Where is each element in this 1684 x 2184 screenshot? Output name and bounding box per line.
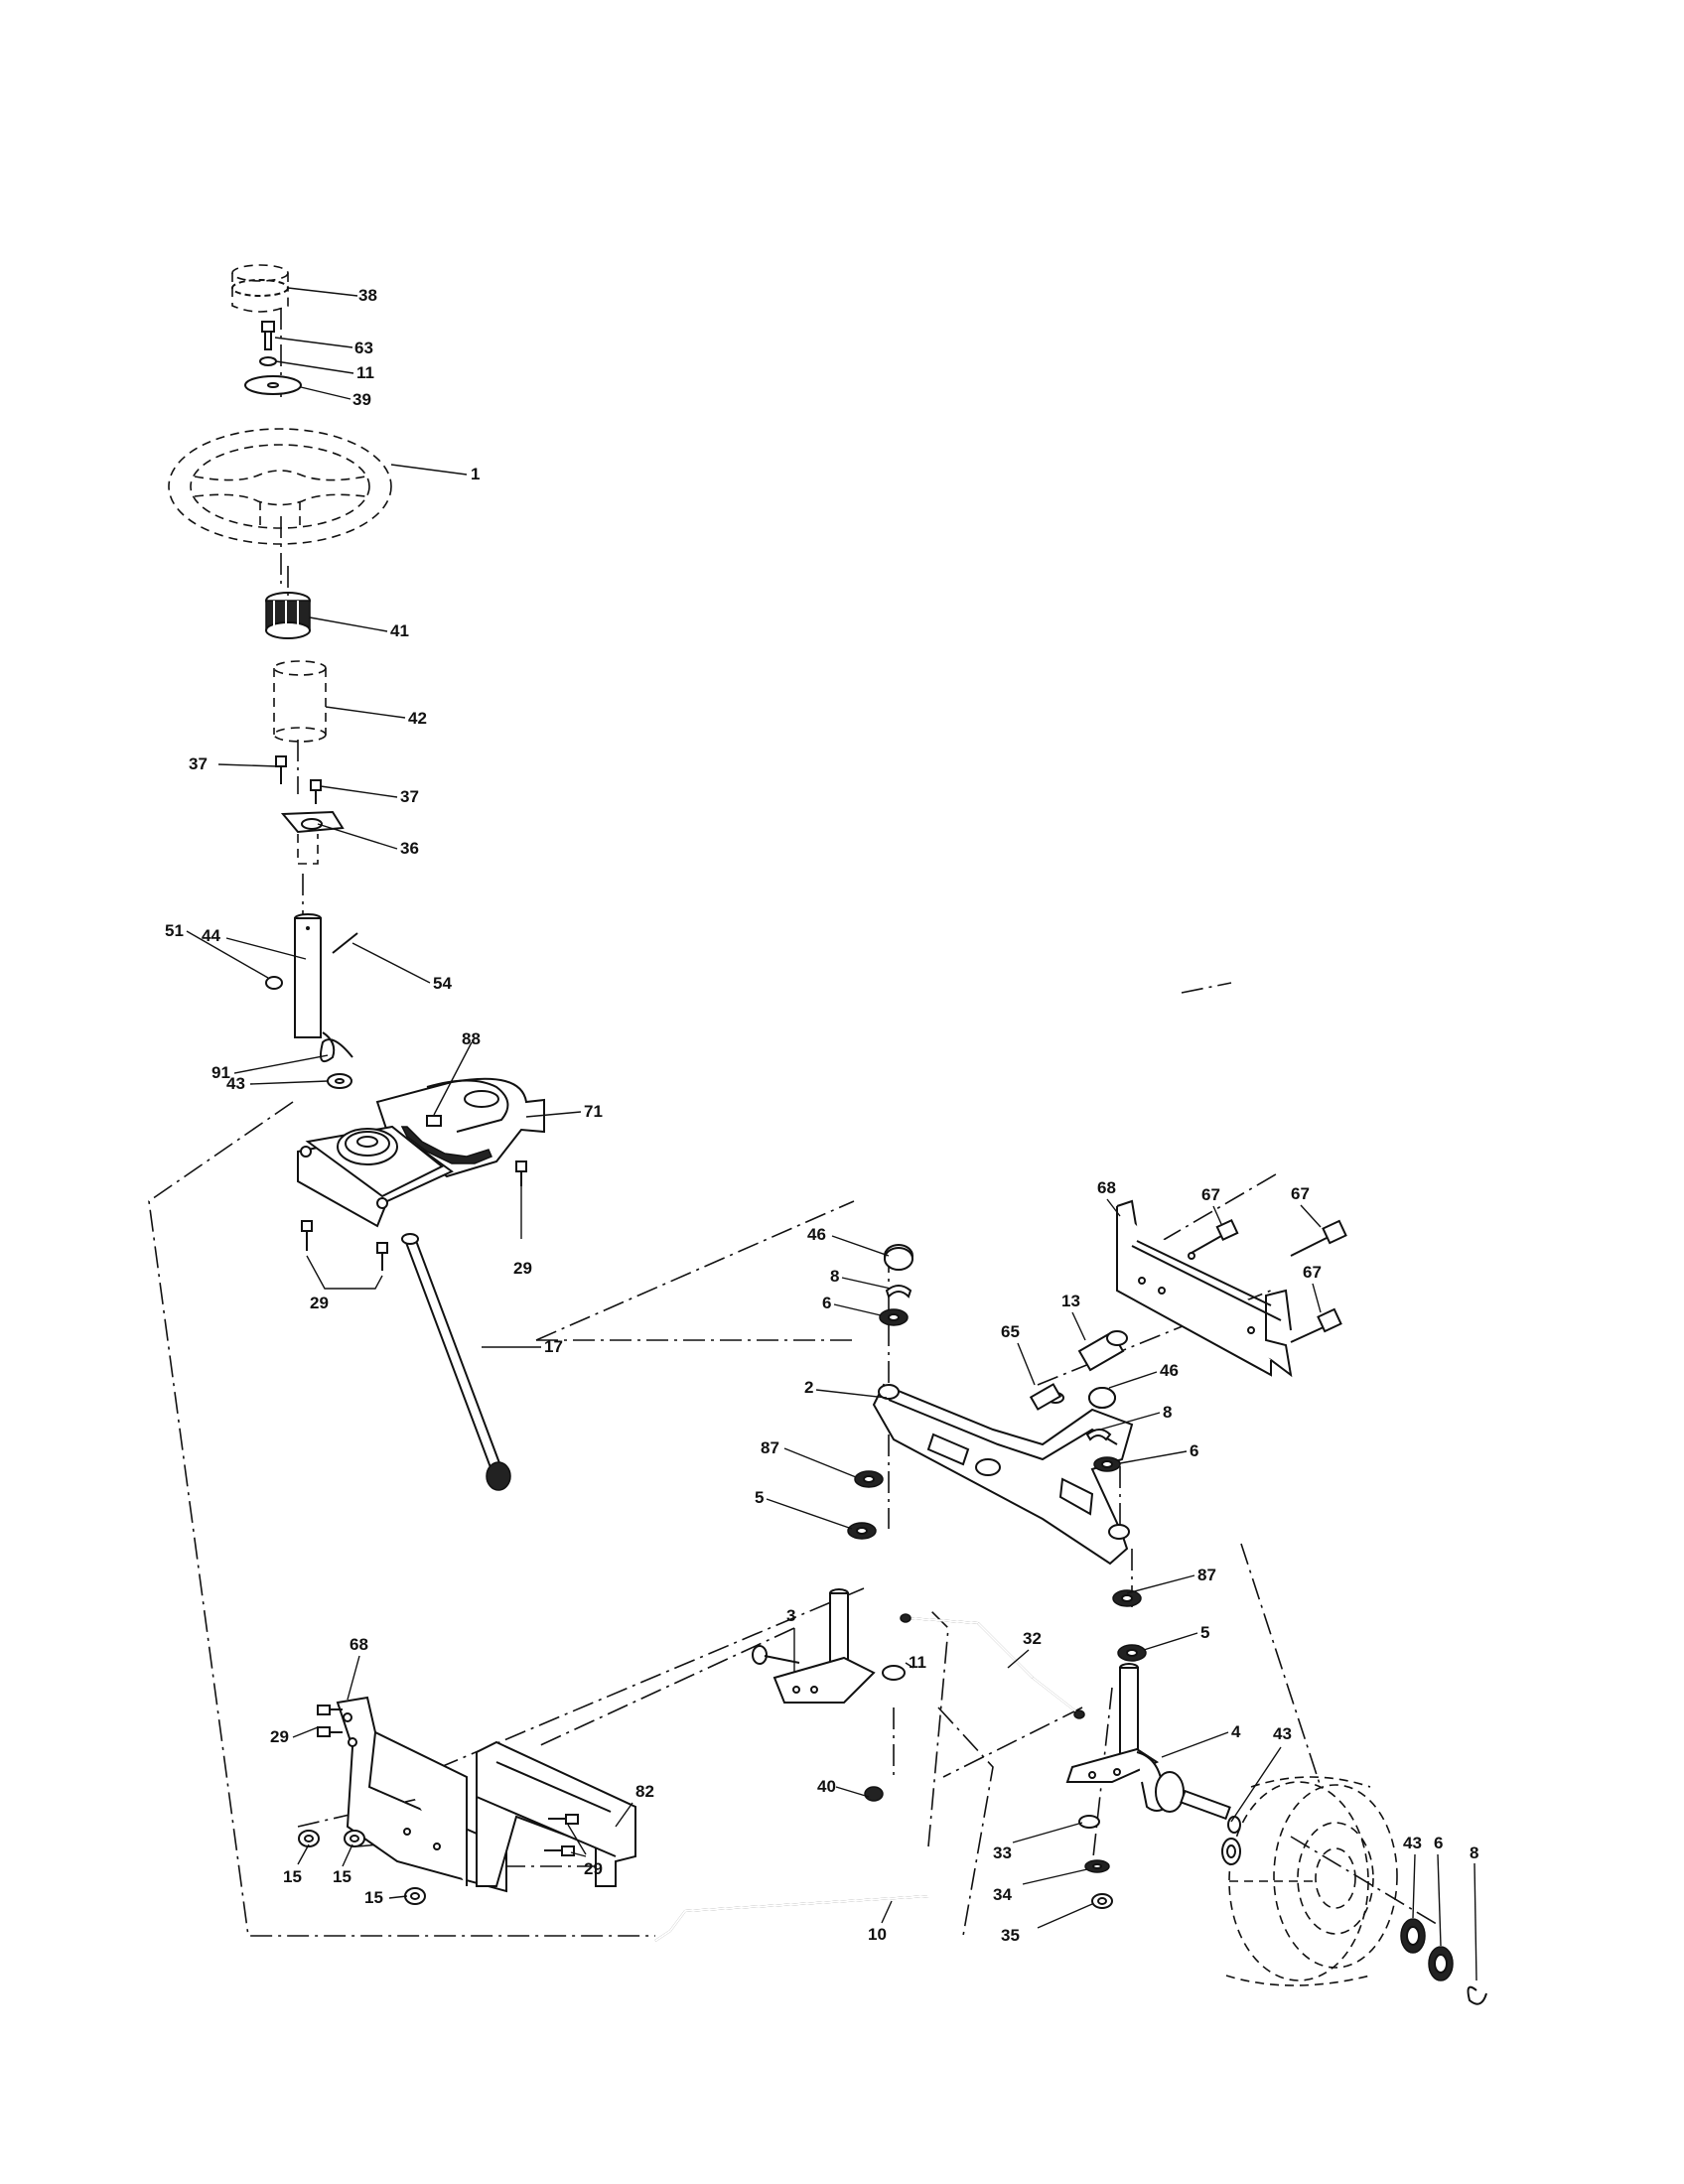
steering-wheel xyxy=(168,428,392,545)
callout-8c: 8 xyxy=(1470,1843,1478,1862)
callout-2: 2 xyxy=(804,1378,813,1397)
callout-15c: 15 xyxy=(364,1888,383,1907)
callout-82: 82 xyxy=(635,1782,654,1801)
callout-33: 33 xyxy=(993,1843,1012,1862)
spindle-4 xyxy=(1065,1663,1241,1834)
steering-shaft-upper xyxy=(294,913,322,1038)
callout-5b: 5 xyxy=(1200,1623,1209,1642)
callout-40: 40 xyxy=(817,1777,836,1796)
leader-lines xyxy=(186,287,1477,1981)
callout-5a: 5 xyxy=(755,1488,764,1507)
hairpin-clip xyxy=(320,1031,353,1062)
callout-43c: 43 xyxy=(1403,1834,1422,1852)
callout-8a: 8 xyxy=(830,1267,839,1286)
callout-17: 17 xyxy=(544,1337,563,1356)
callout-43b: 43 xyxy=(1273,1724,1292,1743)
callout-15b: 15 xyxy=(333,1867,351,1886)
callout-42: 42 xyxy=(408,709,427,728)
callout-51: 51 xyxy=(165,921,184,940)
callout-65: 65 xyxy=(1001,1322,1020,1341)
steering-adapter xyxy=(265,566,311,639)
drag-link xyxy=(401,1233,511,1491)
bushing-bolts xyxy=(275,755,322,804)
right-bracket-82 xyxy=(476,1740,636,1887)
steering-wheel-cap xyxy=(231,264,289,313)
callout-15a: 15 xyxy=(283,1867,302,1886)
callout-6b: 6 xyxy=(1190,1441,1198,1460)
wheel-bolt xyxy=(261,321,275,350)
wheel-lockwasher xyxy=(259,356,277,366)
callout-91: 91 xyxy=(211,1063,230,1082)
spindle-3 xyxy=(752,1588,906,1802)
callout-29c: 29 xyxy=(270,1727,289,1746)
callout-13: 13 xyxy=(1061,1292,1080,1310)
callout-54: 54 xyxy=(433,974,452,993)
callout-3: 3 xyxy=(786,1606,795,1625)
callout-36: 36 xyxy=(400,839,419,858)
callout-4: 4 xyxy=(1231,1722,1241,1741)
tie-rod-10 xyxy=(654,1607,949,1942)
axle-bushing-65-13 xyxy=(1029,1330,1128,1411)
callout-87a: 87 xyxy=(761,1438,779,1457)
spindle-hardware-33-35 xyxy=(1078,1815,1113,1909)
callout-67b: 67 xyxy=(1291,1184,1310,1203)
callout-39: 39 xyxy=(352,390,371,409)
wheel-hardware xyxy=(1221,1838,1487,2005)
left-bracket-68 xyxy=(336,1696,507,1893)
axle-caps-46 xyxy=(884,1247,1116,1409)
callout-68-right: 68 xyxy=(1097,1178,1116,1197)
callout-29d: 29 xyxy=(584,1859,603,1878)
callout-67a: 67 xyxy=(1201,1185,1220,1204)
steering-gear-assembly xyxy=(297,1073,545,1271)
callout-46a: 46 xyxy=(807,1225,826,1244)
callout-44: 44 xyxy=(202,926,220,945)
callout-29b: 29 xyxy=(310,1294,329,1312)
callout-35: 35 xyxy=(1001,1926,1020,1945)
callout-11b: 11 xyxy=(909,1653,926,1672)
callout-88: 88 xyxy=(462,1029,481,1048)
callout-32: 32 xyxy=(1023,1629,1042,1648)
steering-boot xyxy=(273,660,327,743)
callout-46b: 46 xyxy=(1160,1361,1179,1380)
callout-71: 71 xyxy=(584,1102,603,1121)
callout-10: 10 xyxy=(868,1925,887,1944)
callout-37b: 37 xyxy=(400,787,419,806)
callout-11: 11 xyxy=(356,363,374,382)
callout-41: 41 xyxy=(390,621,409,640)
callout-6c: 6 xyxy=(1434,1834,1443,1852)
callout-34: 34 xyxy=(993,1885,1012,1904)
shaft-pin-and-nut xyxy=(265,932,358,990)
callout-68-left: 68 xyxy=(350,1635,368,1654)
steering-bushing xyxy=(280,810,345,865)
callout-numbers: 38 63 11 39 1 41 42 37 37 36 44 54 51 91… xyxy=(165,286,1478,1945)
callout-87b: 87 xyxy=(1197,1566,1216,1584)
callout-8b: 8 xyxy=(1163,1403,1172,1422)
callout-6a: 6 xyxy=(822,1294,831,1312)
front-wheel xyxy=(1225,1776,1398,1986)
callout-43: 43 xyxy=(226,1074,245,1093)
callout-38: 38 xyxy=(358,286,377,305)
callout-1: 1 xyxy=(471,465,480,483)
bracket-bolts-67 xyxy=(1191,1218,1347,1343)
callout-29a: 29 xyxy=(513,1259,532,1278)
callout-37a: 37 xyxy=(189,754,208,773)
callout-63: 63 xyxy=(354,339,373,357)
tie-rod-32 xyxy=(900,1613,1085,1719)
bracket-bolts-29 xyxy=(317,1705,579,1856)
axle-bracket-68-right xyxy=(1116,1199,1293,1378)
callout-67c: 67 xyxy=(1303,1263,1322,1282)
front-axle-2 xyxy=(872,1383,1134,1566)
wheel-washer xyxy=(244,375,302,395)
